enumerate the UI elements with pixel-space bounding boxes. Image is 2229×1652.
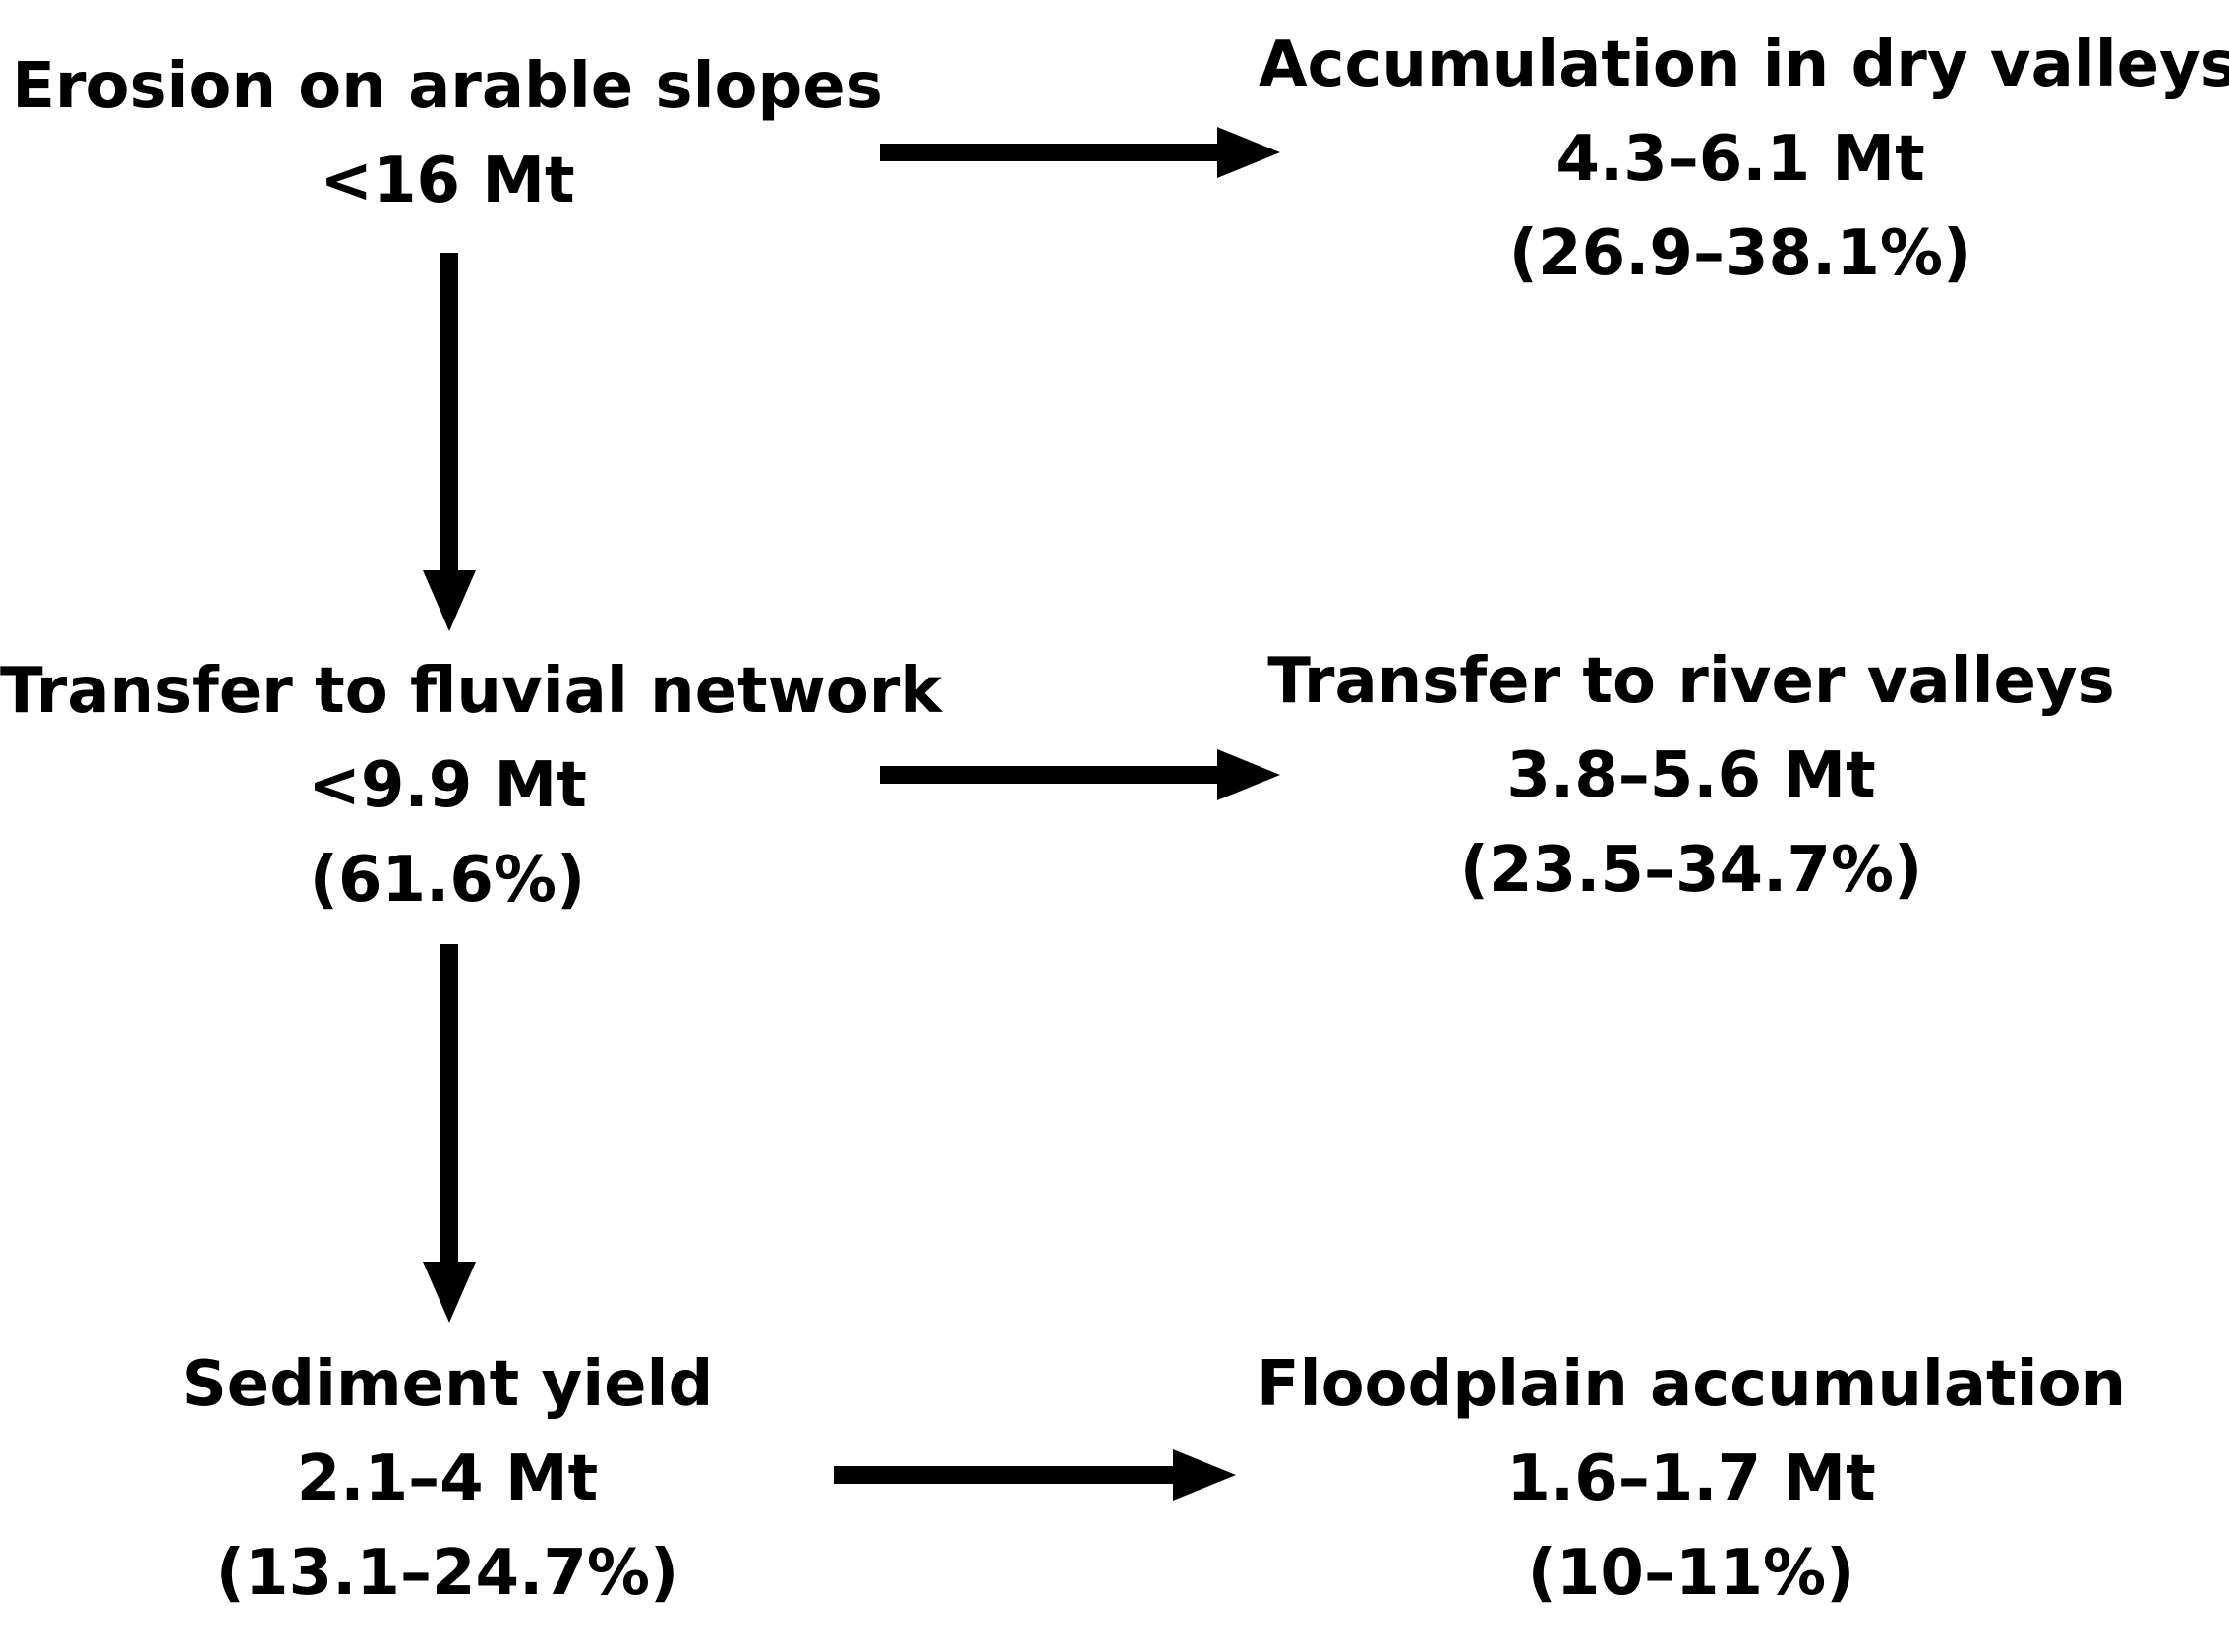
node-erosion: Erosion on arable slopes <16 Mt [0, 39, 895, 228]
node-dry-valleys: Accumulation in dry valleys 4.3–6.1 Mt (… [1259, 18, 2229, 301]
node-floodplain-amount: 1.6–1.7 Mt [1506, 1443, 1876, 1515]
node-sediment-yield: Sediment yield 2.1–4 Mt (13.1–24.7%) [0, 1337, 895, 1621]
node-river-valleys-amount: 3.8–5.6 Mt [1506, 739, 1876, 812]
node-transfer-fluvial-title: Transfer to fluvial network [0, 655, 942, 728]
node-dry-valleys-title: Accumulation in dry valleys [1259, 29, 2229, 101]
node-sediment-yield-share: (13.1–24.7%) [215, 1537, 679, 1610]
node-floodplain-title: Floodplain accumulation [1256, 1348, 2127, 1421]
arrow-erosion-to-dry-valleys [880, 127, 1280, 178]
arrow-transfer-fluvial-to-sediment-yield [423, 944, 476, 1323]
node-transfer-fluvial: Transfer to fluvial network <9.9 Mt (61.… [0, 644, 942, 927]
node-transfer-fluvial-amount: <9.9 Mt [308, 749, 587, 822]
node-floodplain-share: (10–11%) [1527, 1537, 1855, 1610]
node-erosion-amount: <16 Mt [320, 145, 575, 217]
node-river-valleys-share: (23.5–34.7%) [1459, 834, 1923, 907]
node-erosion-title: Erosion on arable slopes [12, 50, 883, 123]
node-dry-valleys-amount: 4.3–6.1 Mt [1555, 123, 1925, 196]
node-sediment-yield-title: Sediment yield [181, 1348, 714, 1421]
arrow-transfer-fluvial-to-river-valleys [880, 749, 1280, 800]
arrow-erosion-to-transfer-fluvial [423, 253, 476, 631]
node-dry-valleys-share: (26.9–38.1%) [1508, 217, 1972, 290]
node-river-valleys: Transfer to river valleys 3.8–5.6 Mt (23… [1209, 634, 2173, 917]
arrow-sediment-yield-to-floodplain [834, 1449, 1236, 1501]
node-transfer-fluvial-share: (61.6%) [309, 844, 586, 916]
node-river-valleys-title: Transfer to river valleys [1267, 645, 2115, 718]
node-floodplain: Floodplain accumulation 1.6–1.7 Mt (10–1… [1209, 1337, 2173, 1621]
node-sediment-yield-amount: 2.1–4 Mt [296, 1443, 599, 1515]
